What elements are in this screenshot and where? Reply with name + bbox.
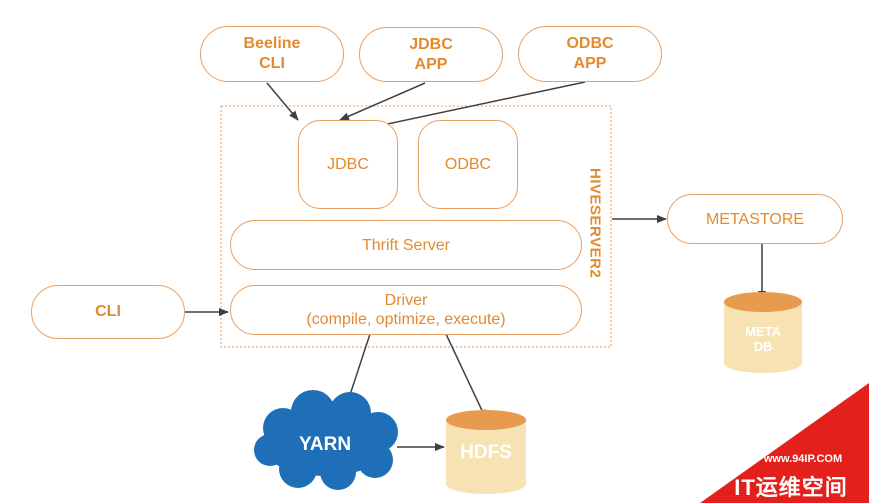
arrow-driver-to-hdfs xyxy=(445,333,487,420)
beeline-cli-line2: CLI xyxy=(259,55,285,72)
jdbc-app-node: JDBC APP xyxy=(359,27,503,82)
hiveserver2-label: HIVESERVER2 xyxy=(586,167,604,279)
metadb-label-line1: META xyxy=(745,324,781,339)
watermark-title: IT运维空间 xyxy=(734,475,848,500)
driver-sub-label: (compile, optimize, execute) xyxy=(306,311,506,328)
watermark-triangle xyxy=(700,383,869,503)
hdfs-label: HDFS xyxy=(460,442,512,463)
jdbc-label: JDBC xyxy=(327,156,369,173)
jdbc-app-line1: JDBC xyxy=(409,35,453,53)
driver-label: Driver xyxy=(384,292,428,309)
odbc-app-line1: ODBC xyxy=(566,35,614,52)
beeline-cli-node: Beeline CLI xyxy=(200,26,344,82)
hdfs-cylinder xyxy=(446,410,526,494)
thrift-server-node: Thrift Server xyxy=(230,220,582,270)
metadb-label: META DB xyxy=(724,324,802,354)
metadb-cylinder xyxy=(724,292,802,373)
odbc-label: ODBC xyxy=(444,156,492,173)
yarn-cloud xyxy=(254,390,398,490)
odbc-app-line2: APP xyxy=(573,55,607,72)
hiveserver2-container xyxy=(220,105,612,348)
driver-node: Driver (compile, optimize, execute) xyxy=(230,285,582,335)
cli-label: CLI xyxy=(95,303,121,320)
thrift-server-label: Thrift Server xyxy=(361,236,450,254)
jdbc-box: JDBC xyxy=(298,120,398,209)
jdbc-app-line2: APP xyxy=(414,55,448,73)
cli-node: CLI xyxy=(31,285,185,339)
metastore-label: METASTORE xyxy=(705,210,805,228)
beeline-cli-line1: Beeline xyxy=(243,35,301,52)
yarn-label: YARN xyxy=(298,434,352,455)
watermark-url: www.94IP.COM xyxy=(763,453,843,465)
metadb-label-line2: DB xyxy=(753,339,773,354)
odbc-app-node: ODBC APP xyxy=(518,26,662,82)
arrow-jdbcapp-to-jdbc xyxy=(339,82,426,121)
arrow-beeline-to-jdbc xyxy=(266,82,299,121)
odbc-box: ODBC xyxy=(418,120,518,209)
metastore-node: METASTORE xyxy=(667,194,843,244)
